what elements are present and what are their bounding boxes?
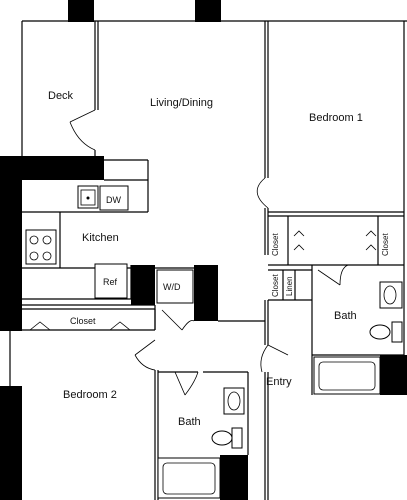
column-bath1-right [380, 355, 407, 395]
bath2-label: Bath [178, 416, 201, 428]
kitchen-label: Kitchen [82, 232, 119, 244]
bedroom2-label: Bedroom 2 [63, 389, 117, 401]
stove [25, 229, 57, 265]
closet-c-label: Closet [271, 274, 280, 297]
bedroom2-closet-label: Closet [70, 316, 96, 326]
bath2-sink [223, 387, 245, 415]
refrigerator [94, 263, 128, 299]
column-wd-right [194, 265, 218, 321]
column-top-middle [195, 0, 221, 22]
closet-a-label: Closet [271, 233, 280, 256]
column-wd-left [131, 265, 155, 305]
linen-label: Linen [285, 276, 294, 296]
living-dining-label: Living/Dining [150, 97, 213, 109]
closet-b-label: Closet [381, 233, 390, 256]
bath2-tub [157, 457, 221, 499]
column-top-left [68, 0, 94, 22]
column-bath2-right [220, 455, 248, 500]
deck-label: Deck [48, 90, 74, 102]
washer-dryer-label: W/D [163, 282, 181, 292]
bath2-toilet [231, 427, 243, 449]
wall-left-upper [0, 156, 22, 331]
bath1-toilet [391, 321, 403, 343]
bedroom1-label: Bedroom 1 [309, 112, 363, 124]
bath1-label: Bath [334, 310, 357, 322]
bath1-tub [313, 356, 381, 395]
dishwasher [99, 185, 129, 211]
entry-label: Entry [266, 376, 292, 388]
refrigerator-label: Ref [103, 277, 118, 287]
wall-left-lower [0, 386, 22, 500]
dishwasher-label: DW [106, 195, 121, 205]
washer-dryer [156, 269, 194, 304]
